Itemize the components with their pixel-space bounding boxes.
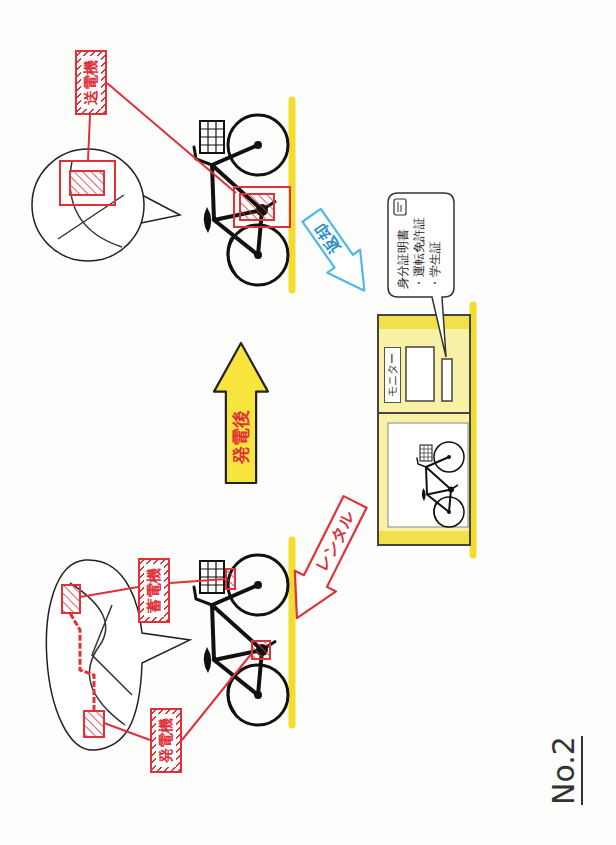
flow-arrow: 発電後 [214,343,268,483]
page-number: No.2 [546,736,583,805]
wire [70,613,94,711]
arrow-shape [295,204,381,302]
bicycle [194,115,288,285]
flow-arrow: 返却 [295,204,381,302]
leader-line [88,83,236,193]
part-label: 送電機 [75,50,107,115]
arrow-outline [276,492,375,629]
monitor-screen [406,347,434,401]
ground-mark [289,540,296,725]
battery-symbol [226,569,235,589]
node-text: 送電機 [81,56,101,109]
generator-symbol [252,641,270,659]
transmitter-outline [60,161,115,205]
node-text: 蓄電機 [144,564,164,617]
id-callout: 身分証明書 ・運転免許証 ・学生証 [388,193,454,297]
part-sketch [58,161,124,247]
station-pillar [379,531,469,544]
transmitter-symbol [70,171,104,195]
node-text: モニター [386,353,399,397]
part-label: 蓄電機 [138,558,170,623]
card-icon-line [398,202,401,212]
speech-bubble [141,195,180,223]
speech-bubble [32,149,144,261]
battery-symbol [62,585,80,613]
card-slot [442,359,452,401]
generator-symbol [84,711,104,737]
node-text: 発電後 [229,410,253,464]
node-text: レンタル [312,508,359,575]
transmitter-outline [234,187,290,227]
rental-station [378,315,470,545]
station-pillar [379,316,469,329]
station-divider [378,412,470,414]
monitor-label: モニター [384,347,401,403]
card-icon [394,199,406,215]
part-label: 発電機 [150,708,182,773]
arrow-outline [295,204,381,302]
node-text: 発電機 [156,714,176,767]
arrow-outline [214,343,268,483]
callout-outline [388,193,454,357]
bike-bay [388,423,468,527]
transmitter-symbol [240,194,274,220]
page-number-text: No.2 [546,736,583,805]
node-text: 身分証明書 ・運転免許証 ・学生証 [395,215,443,289]
docked-bicycle [417,442,464,527]
